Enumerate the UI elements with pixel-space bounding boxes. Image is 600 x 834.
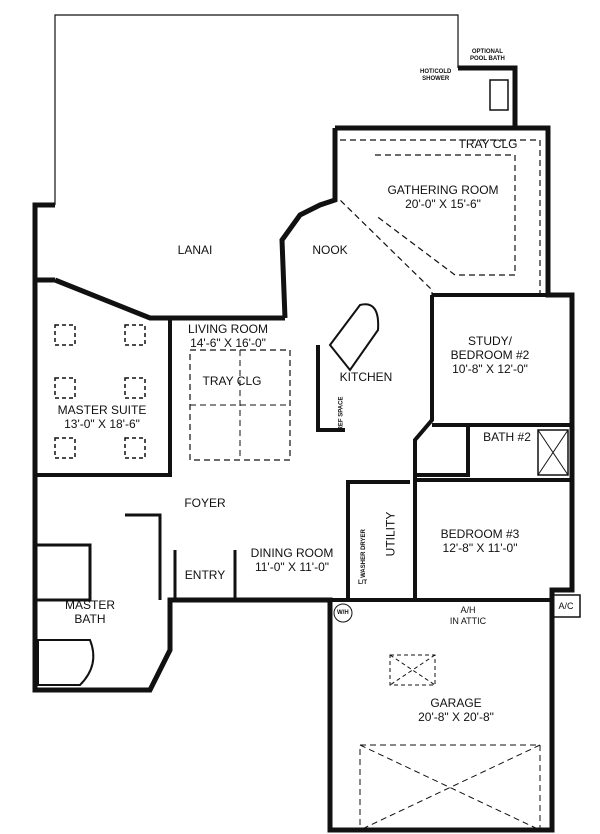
shower-icon xyxy=(537,429,569,476)
foyer-label: FOYER xyxy=(184,496,226,510)
nook-wall xyxy=(279,128,338,319)
water-heater-icon xyxy=(333,603,353,623)
pool-bath-walls xyxy=(458,65,518,128)
lanai-outline xyxy=(54,14,459,205)
exterior-wall xyxy=(32,125,575,833)
lanai-label: LANAI xyxy=(177,243,213,257)
washer-dryer-note: WASHER DRYER xyxy=(360,529,367,578)
nook-label: NOOK xyxy=(312,243,348,257)
living-tray-ceiling-label: TRAY CLG xyxy=(202,374,262,388)
kitchen-label: KITCHEN xyxy=(339,370,393,384)
entry-label: ENTRY xyxy=(184,568,226,582)
ref-space-note: REF SPACE xyxy=(338,396,345,431)
garage-attic-hatch xyxy=(389,654,436,686)
kitchen-island xyxy=(328,303,380,372)
ac-unit xyxy=(552,594,581,618)
toilet-icon xyxy=(489,79,509,111)
lanai-master-wall xyxy=(54,277,285,321)
ac-label: A/C xyxy=(558,601,574,611)
utility-label: UTILITY xyxy=(383,511,398,557)
bath-2-label: BATH #2 xyxy=(483,430,531,444)
bathtub-icon xyxy=(37,639,95,686)
water-heater-label: W/H xyxy=(337,610,349,616)
laundry-tub-note: L/T xyxy=(358,580,367,586)
garage-door-outline xyxy=(359,744,541,831)
master-ceiling-squares xyxy=(54,324,146,459)
tray-ceiling-label: TRAY CLG xyxy=(458,137,518,151)
